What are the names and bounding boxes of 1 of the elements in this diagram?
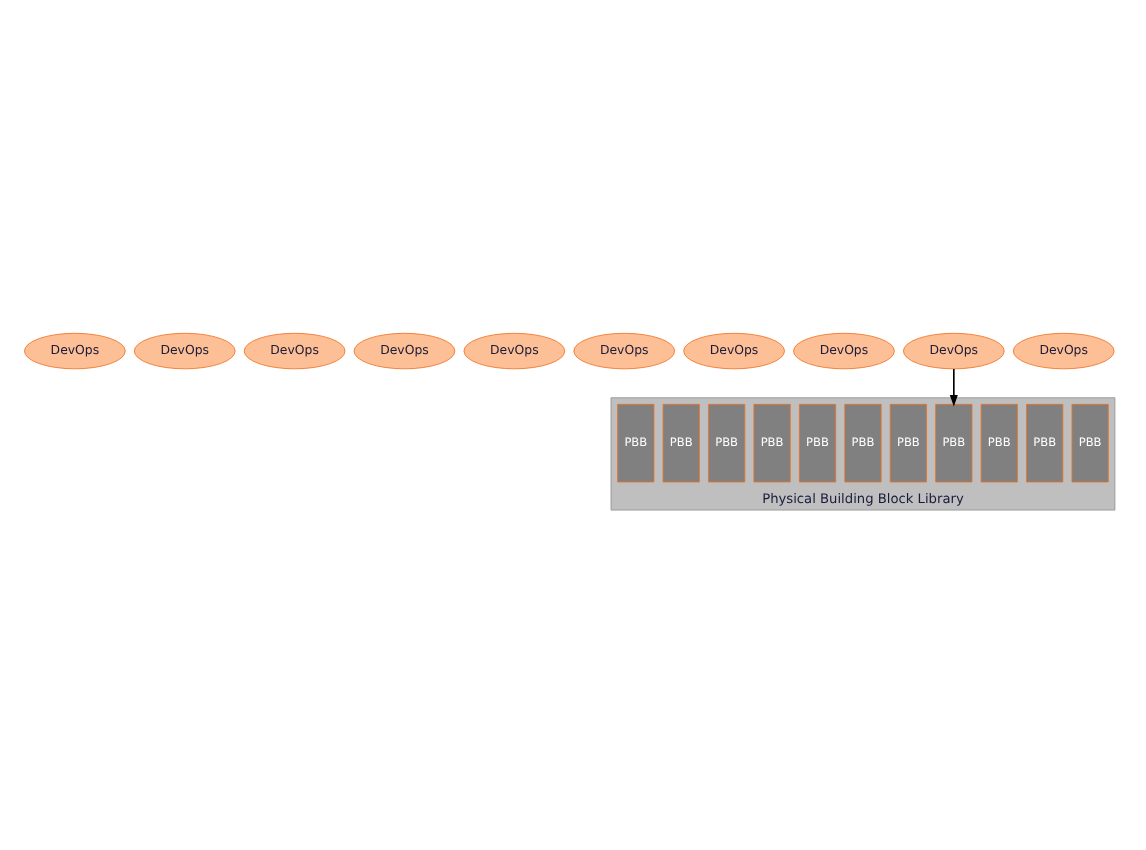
arrow	[949, 368, 958, 407]
